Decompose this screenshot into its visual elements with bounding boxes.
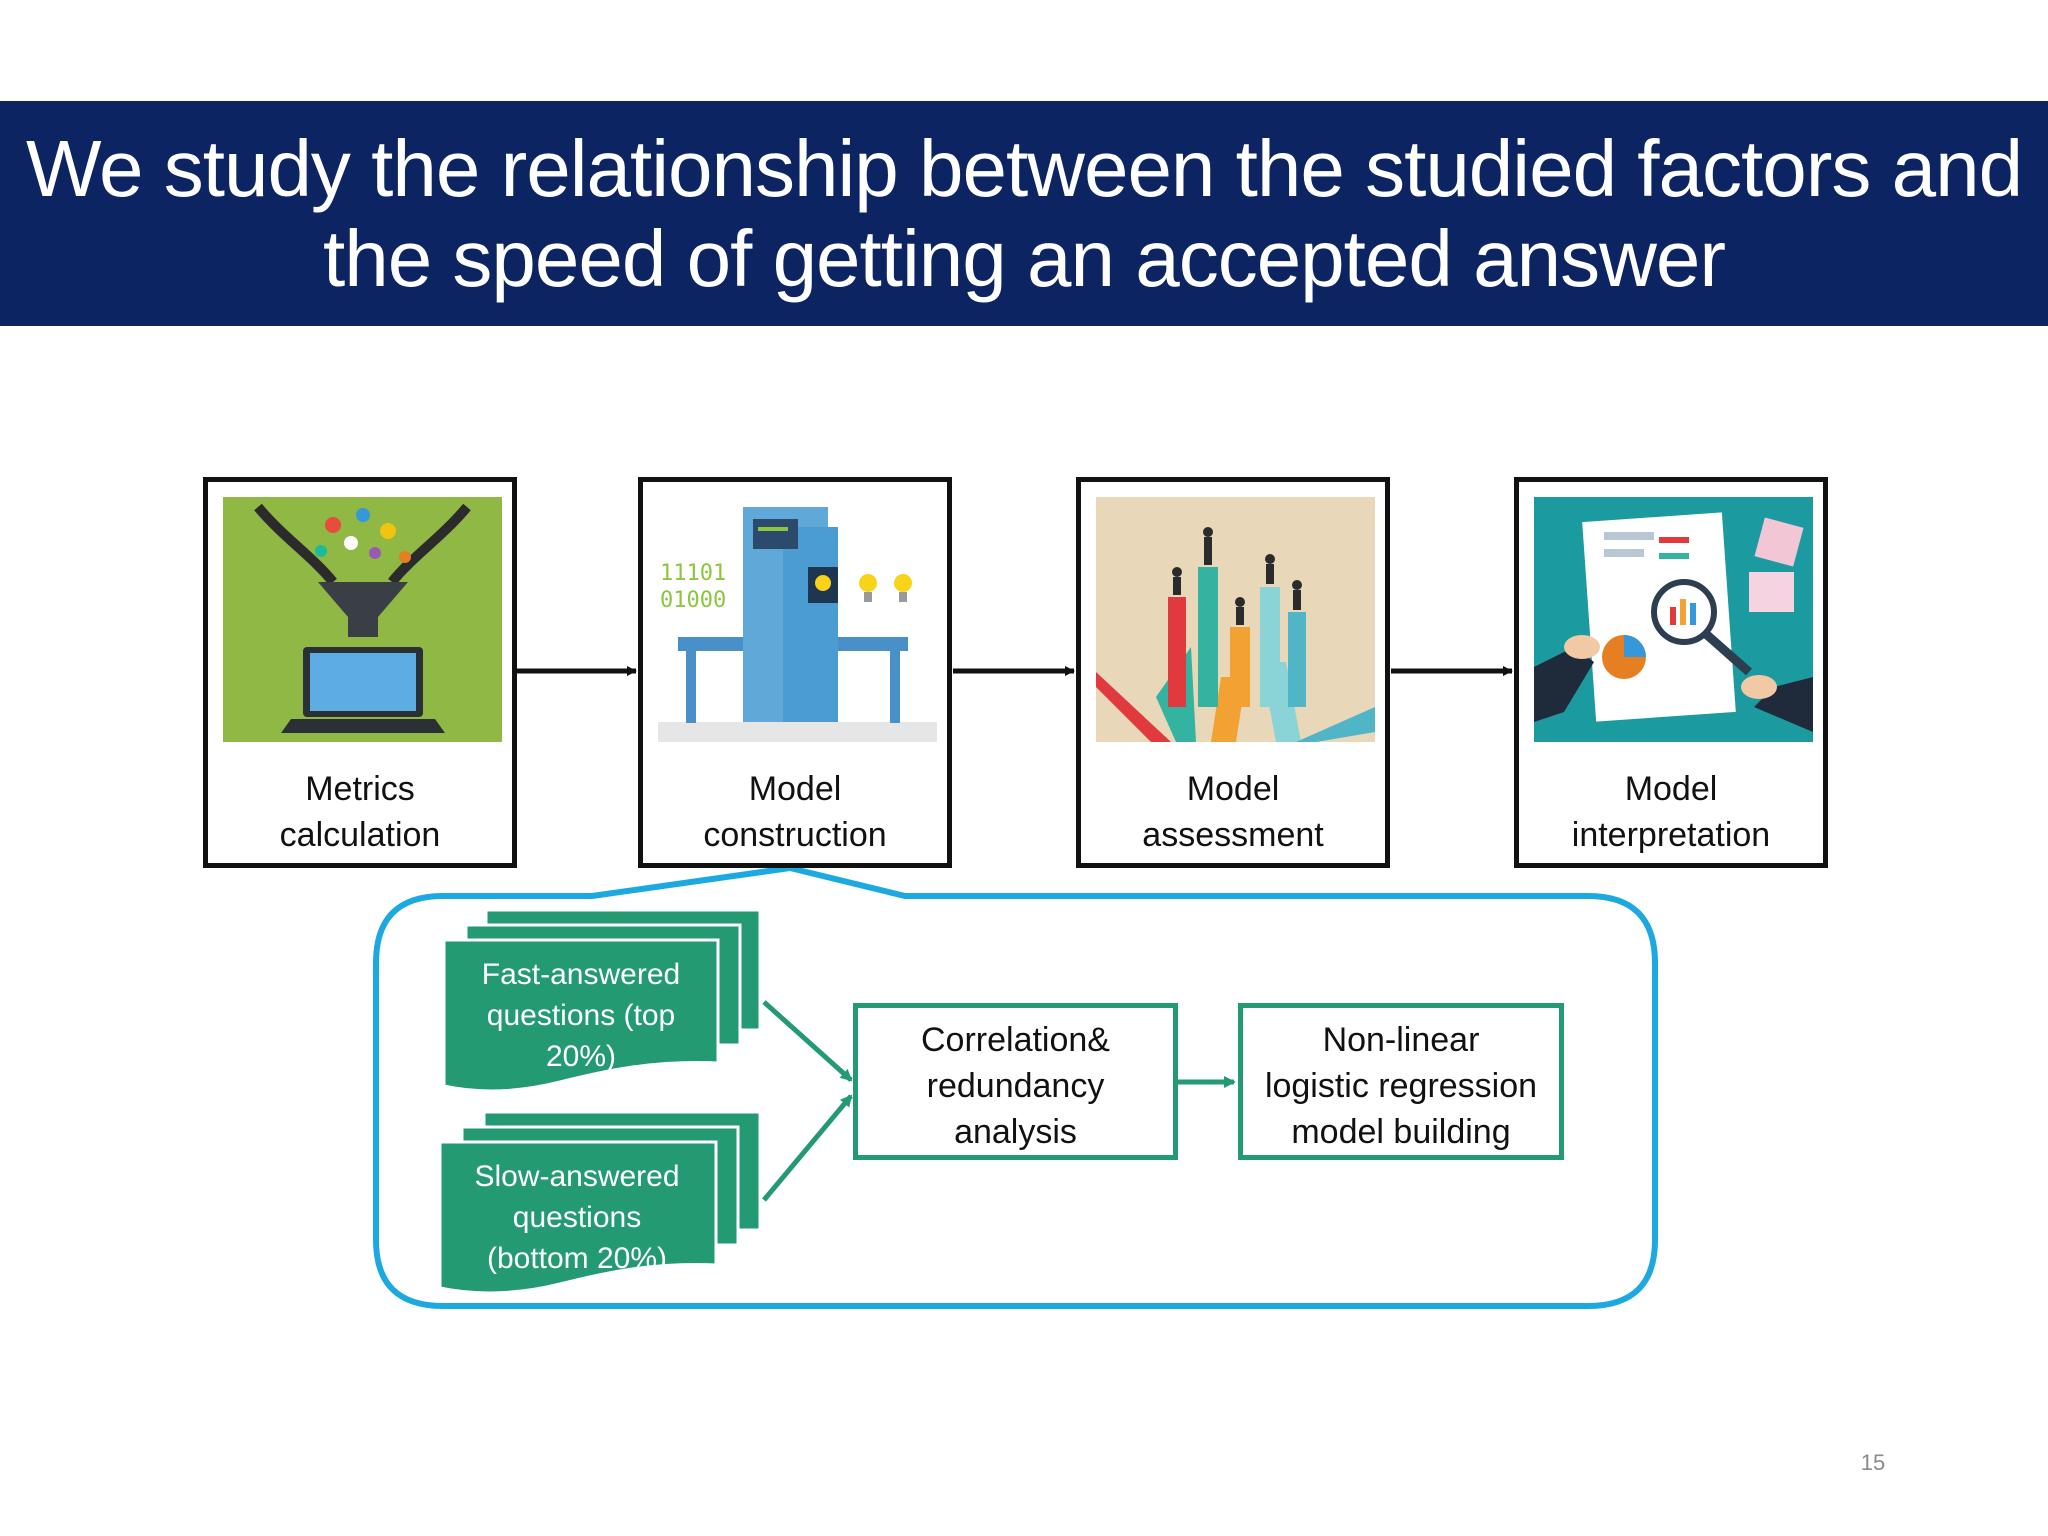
metrics-caption-line2: calculation — [279, 816, 441, 854]
model-assessment-box: Model assessment — [1076, 477, 1390, 868]
interpretation-caption-line1: Model — [1624, 770, 1718, 808]
people-on-bars-illustration — [1096, 497, 1375, 742]
analysis-line3: analysis — [954, 1113, 1077, 1151]
model-interpretation-box: Model interpretation — [1514, 477, 1828, 868]
funnel-laptop-illustration — [223, 497, 502, 742]
fast-questions-label: Fast-answered questions (top 20%) — [446, 954, 716, 1077]
svg-text:11101: 11101 — [660, 561, 726, 586]
slow-questions-stack — [438, 1110, 762, 1295]
fast-questions-line3: 20%) — [545, 1040, 617, 1073]
page-number: 15 — [1860, 1450, 1886, 1475]
title-banner: We study the relationship between the st… — [0, 101, 2048, 326]
arrow-fast-to-analysis — [762, 1000, 853, 1082]
slow-questions-line3: (bottom 20%) — [486, 1242, 668, 1275]
model-line3: model building — [1291, 1113, 1511, 1151]
fast-questions-line2: questions (top — [486, 999, 676, 1032]
machine-binary-lightbulb-illustration: 11101 01000 — [658, 497, 937, 742]
analysis-line2: redundancy — [926, 1067, 1105, 1105]
metrics-caption-line1: Metrics — [305, 770, 415, 808]
slow-questions-line1: Slow-answered — [474, 1160, 680, 1193]
correlation-analysis-box: Correlation& redundancy analysis — [853, 1003, 1178, 1160]
fast-questions-line1: Fast-answered — [481, 958, 681, 991]
title-line-2: the speed of getting an accepted answer — [322, 214, 1726, 303]
svg-text:01000: 01000 — [660, 588, 726, 613]
slow-questions-line2: questions — [512, 1201, 642, 1234]
construction-caption-line2: construction — [703, 816, 887, 854]
construction-caption-line1: Model — [748, 770, 842, 808]
model-construction-box: 11101 01000 Model construction — [638, 477, 952, 868]
title-line-1: We study the relationship between the st… — [25, 124, 2023, 213]
logistic-regression-box: Non-linear logistic regression model bui… — [1238, 1003, 1564, 1160]
metrics-calculation-box: Metrics calculation — [203, 477, 517, 868]
interpretation-caption-line2: interpretation — [1571, 816, 1771, 854]
model-line1: Non-linear — [1322, 1021, 1480, 1059]
fast-questions-stack — [442, 908, 762, 1093]
analysis-line1: Correlation& — [921, 1021, 1110, 1059]
document-magnifier-illustration — [1534, 497, 1813, 742]
assessment-caption-line2: assessment — [1142, 816, 1324, 854]
model-line2: logistic regression — [1264, 1067, 1538, 1105]
assessment-caption-line1: Model — [1186, 770, 1280, 808]
arrow-slow-to-analysis — [762, 1094, 853, 1202]
slow-questions-label: Slow-answered questions (bottom 20%) — [442, 1156, 712, 1279]
